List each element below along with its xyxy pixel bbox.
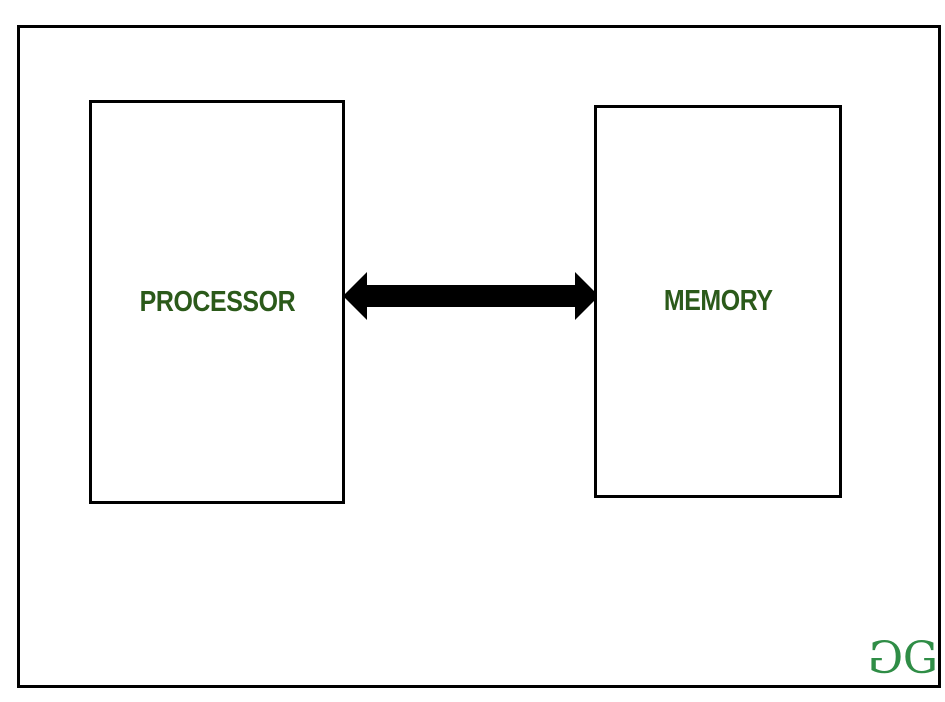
processor-block: PROCESSOR: [89, 100, 345, 504]
memory-block: MEMORY: [594, 105, 842, 498]
gfg-logo: GG: [867, 633, 938, 684]
bidirectional-arrow: [343, 272, 599, 320]
processor-label: PROCESSOR: [139, 285, 295, 318]
memory-label: MEMORY: [663, 285, 773, 317]
diagram-frame: [17, 25, 941, 688]
